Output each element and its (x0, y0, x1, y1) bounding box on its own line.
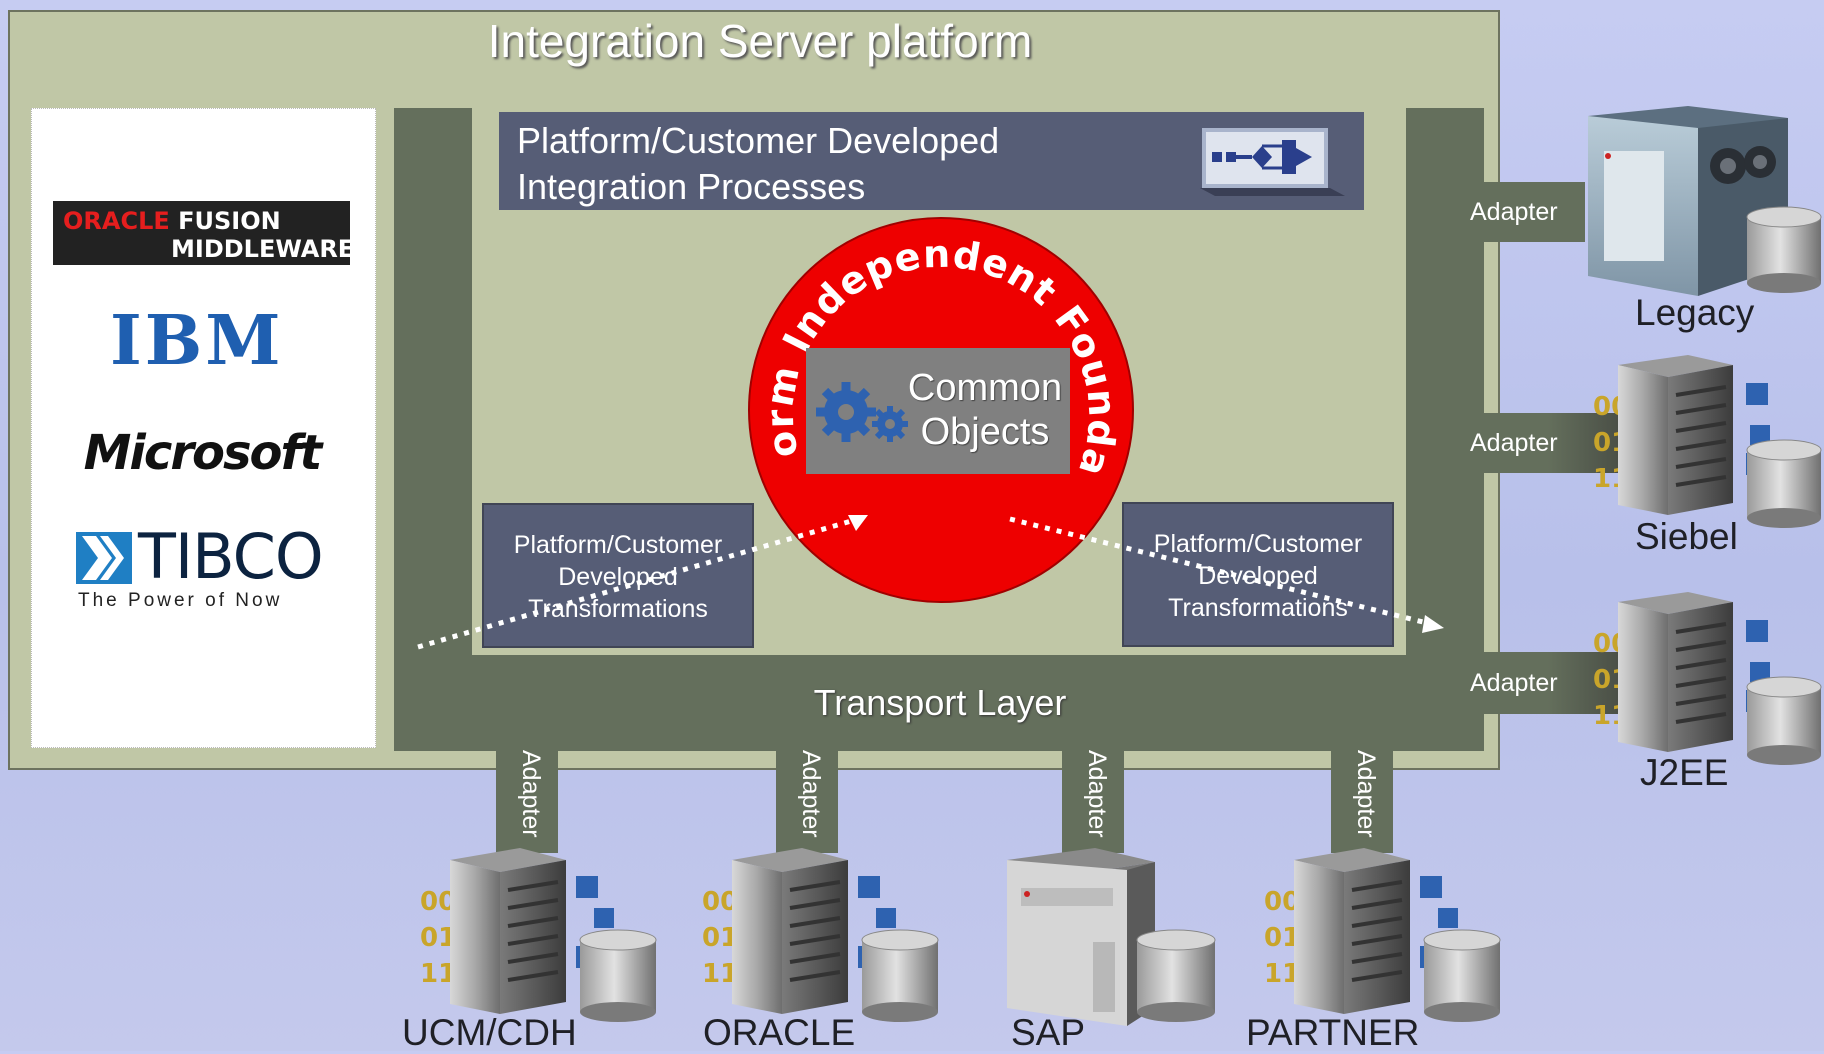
transform-right-line1: Platform/Customer (1153, 530, 1363, 558)
j2ee-server-icon: 0010 0101 1101 (1593, 592, 1770, 752)
oracle-logo-red-text: ORACLE (63, 207, 170, 235)
flow-arrowhead-in-icon (848, 515, 868, 531)
siebel-server-icon: 0010 0101 1101 (1593, 355, 1770, 515)
flow-arrows (417, 514, 1444, 650)
process-flow-icon (1200, 128, 1345, 196)
legacy-database-icon (1746, 206, 1822, 293)
adapter-sap: Adapter (1062, 748, 1124, 853)
adapter-siebel: Adapter (1460, 413, 1620, 473)
siebel-database-icon (1746, 439, 1822, 528)
adapter-oracle-label: Adapter (797, 750, 825, 838)
ibm-logo: IBM (110, 301, 284, 381)
system-label-partner: PARTNER (1246, 1012, 1420, 1053)
process-banner-line1: Platform/Customer Developed (517, 120, 1000, 161)
transform-right-line3: Transformations (1168, 594, 1348, 622)
transform-right-line2: Developed (1198, 562, 1318, 590)
system-label-sap: SAP (1011, 1012, 1086, 1053)
ucm-cdh-server-icon: 0010 0101 1101 (420, 848, 657, 1022)
adapter-partner-label: Adapter (1352, 750, 1380, 838)
transform-left-line3: Transformations (528, 595, 708, 623)
adapter-partner: Adapter (1331, 748, 1393, 853)
gears-icon (816, 382, 908, 442)
flow-arrow-in (417, 514, 866, 650)
oracle-logo-middleware-text: MIDDLEWARE (171, 235, 355, 263)
system-label-legacy: Legacy (1635, 292, 1755, 333)
system-label-siebel: Siebel (1635, 516, 1738, 557)
tibco-tagline: The Power of Now (78, 590, 283, 611)
adapter-j2ee: Adapter (1460, 652, 1620, 714)
transport-layer-label: Transport Layer (813, 682, 1067, 723)
sap-server-icon (1007, 848, 1216, 1026)
flow-arrowhead-out-icon (1422, 615, 1444, 633)
adapter-oracle: Adapter (776, 748, 838, 853)
transformations-box-right: Platform/Customer Developed Transformati… (1122, 502, 1394, 647)
microsoft-logo: Microsoft (83, 425, 323, 481)
transform-left-line1: Platform/Customer (513, 531, 723, 559)
transformations-box-left: Platform/Customer Developed Transformati… (482, 503, 754, 648)
tibco-mark-icon (76, 532, 132, 584)
tibco-name: TIBCO (138, 520, 324, 593)
common-objects-line2: Objects (920, 411, 1050, 453)
adapter-sap-label: Adapter (1083, 750, 1111, 838)
common-objects-label: Common Objects (900, 366, 1070, 454)
oracle-logo-fusion-text: FUSION (169, 207, 281, 235)
platform-title: Integration Server platform (487, 15, 1033, 67)
oracle-fusion-middleware-logo: ORACLE FUSION MIDDLEWARE (53, 201, 355, 265)
adapter-ucm-cdh: Adapter (496, 748, 558, 853)
adapter-ucm-cdh-label: Adapter (517, 750, 545, 838)
system-label-ucm-cdh: UCM/CDH (402, 1012, 577, 1053)
adapter-legacy: Adapter (1460, 182, 1585, 242)
j2ee-database-icon (1746, 676, 1822, 765)
common-objects-line1: Common (907, 367, 1063, 409)
system-label-oracle: ORACLE (703, 1012, 856, 1053)
oracle-server-icon: 0010 0101 1101 (702, 848, 939, 1022)
flow-arrow-out (1009, 516, 1436, 628)
system-label-j2ee: J2EE (1640, 752, 1729, 793)
partner-server-icon: 0010 0101 1101 (1264, 848, 1501, 1022)
process-banner-line2: Integration Processes (517, 166, 866, 207)
